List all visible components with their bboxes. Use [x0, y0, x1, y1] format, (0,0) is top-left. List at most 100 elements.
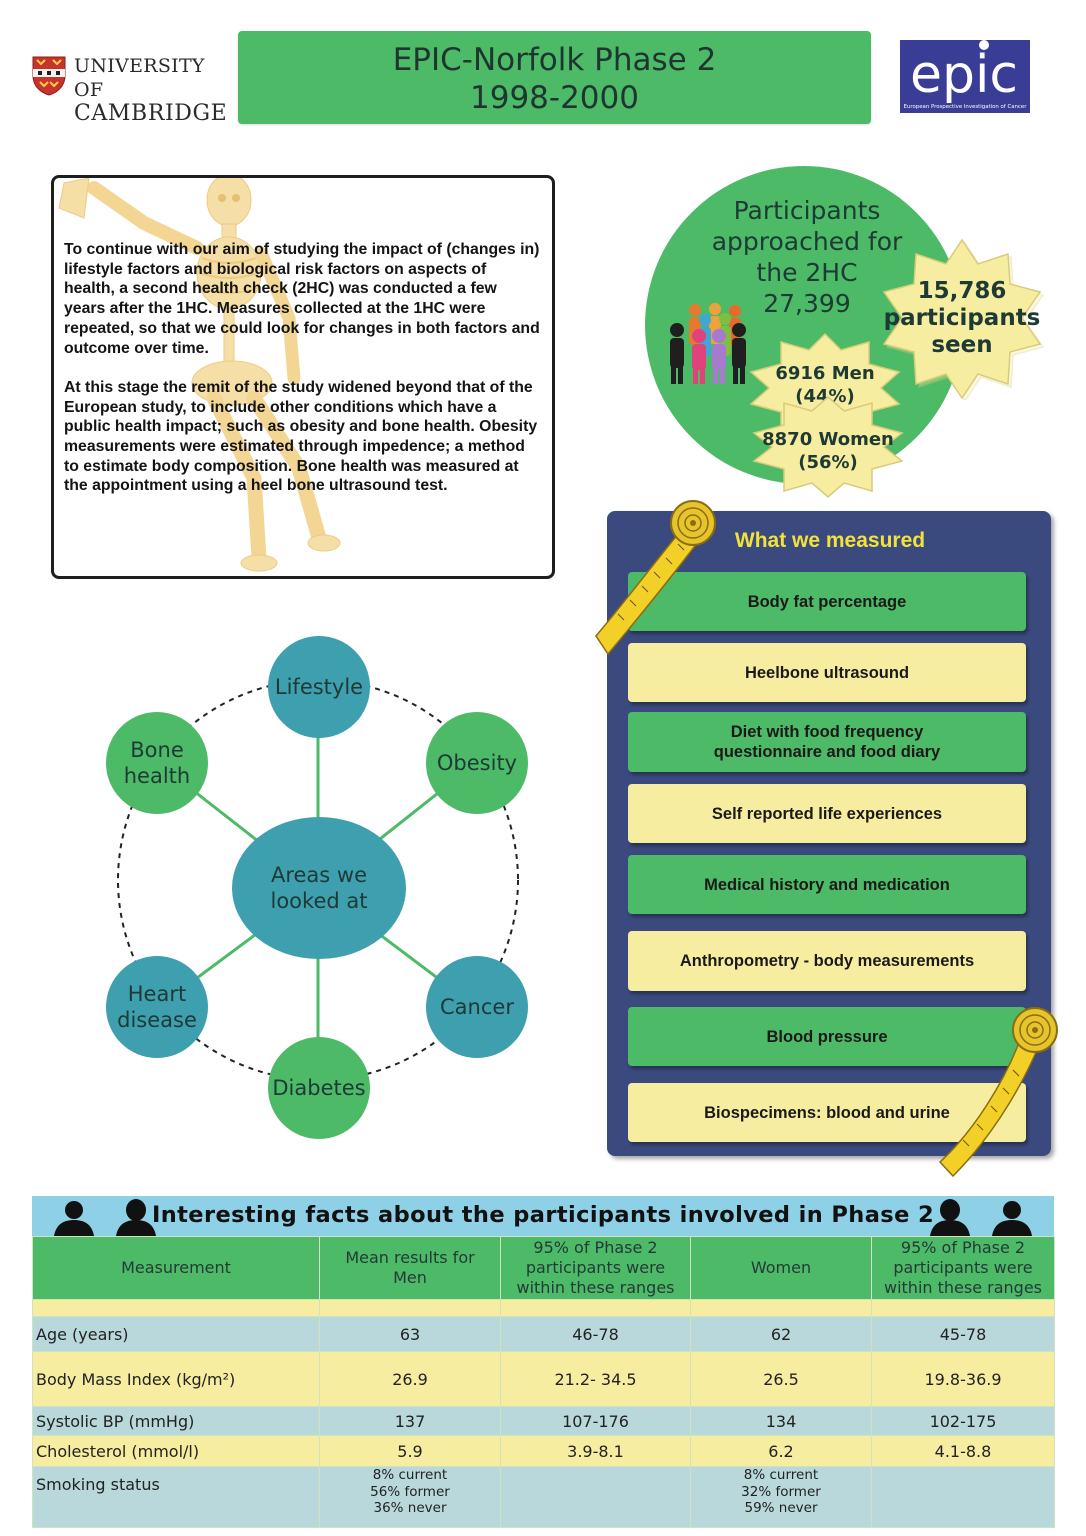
women-count-badge: 8870 Women (56%) — [748, 395, 908, 499]
women-percent: (56%) — [798, 452, 858, 473]
header-text: 95% of Phase 2 — [533, 1238, 658, 1257]
intro-paragraph-1: To continue with our aim of studying the… — [64, 241, 540, 357]
epic-logo: epic European Prospective Investigation … — [900, 40, 1030, 113]
diagram-node-diabetes: Diabetes — [268, 1037, 370, 1139]
measured-item-anthropometry: Anthropometry - body measurements — [628, 931, 1026, 991]
node-label-line2: disease — [117, 1008, 197, 1032]
women-count: 8870 Women — [762, 429, 894, 450]
header-text: participants were — [893, 1258, 1033, 1277]
smoking-never: 36% never — [373, 1500, 447, 1516]
university-name-line1: UNIVERSITY OF — [74, 55, 205, 101]
skeleton-icon — [58, 178, 341, 572]
diagram-node-lifestyle: Lifestyle — [268, 636, 370, 738]
cell-men-range: 46-78 — [500, 1316, 691, 1352]
facts-section: Interesting facts about the participants… — [32, 1196, 1055, 1528]
measured-item-label: Blood pressure — [766, 1027, 888, 1046]
smoking-current: 8% current — [743, 1467, 819, 1483]
cell-men: 137 — [319, 1406, 501, 1436]
cell-women-range: 4.1-8.8 — [871, 1435, 1055, 1467]
measured-item-heelbone: Heelbone ultrasound — [628, 643, 1026, 702]
header-women: Women — [690, 1236, 872, 1300]
node-label: Obesity — [436, 751, 518, 775]
measured-item-blood-pressure: Blood pressure — [628, 1007, 1026, 1066]
cell-women-smoking: 8% current 32% former 59% never — [690, 1466, 872, 1528]
node-label: Diabetes — [272, 1076, 366, 1100]
node-label-line2: health — [123, 764, 191, 788]
table-row: Age (years) 63 46-78 62 45-78 — [32, 1316, 1055, 1352]
intro-text: To continue with our aim of studying the… — [64, 240, 540, 516]
page-title-line2: 1998-2000 — [470, 80, 639, 116]
cell-women: 6.2 — [690, 1435, 872, 1467]
men-count: 6916 Men — [775, 363, 875, 384]
smoking-former: 32% former — [741, 1483, 821, 1500]
epic-logo-subtitle: European Prospective Investigation of Ca… — [904, 104, 1028, 110]
measured-item-biospecimens: Biospecimens: blood and urine — [628, 1083, 1026, 1142]
facts-title: Interesting facts about the participants… — [151, 1202, 935, 1228]
cell-women: 62 — [690, 1316, 872, 1352]
smoking-former: 56% former — [370, 1483, 450, 1500]
intro-paragraph-2: At this stage the remit of the study wid… — [64, 378, 538, 495]
cell-measurement: Body Mass Index (kg/m²) — [32, 1351, 320, 1407]
measured-item-label: Anthropometry - body measurements — [679, 952, 975, 970]
node-label: Lifestyle — [274, 675, 364, 699]
table-row: Systolic BP (mmHg) 137 107-176 134 102-1… — [32, 1406, 1055, 1436]
cell-men: 5.9 — [319, 1435, 501, 1467]
measured-item-medical-history: Medical history and medication — [628, 855, 1026, 914]
approached-line2: approached for — [711, 227, 903, 256]
approached-count: 27,399 — [763, 289, 851, 318]
measured-item-body-fat: Body fat percentage — [628, 572, 1026, 631]
epic-logo-text: epic — [910, 45, 1018, 105]
people-group-icon — [670, 303, 746, 384]
star-burst-icon — [752, 396, 904, 498]
cell-measurement: Age (years) — [32, 1316, 320, 1352]
table-row: Body Mass Index (kg/m²) 26.9 21.2- 34.5 … — [32, 1351, 1055, 1407]
measured-item-label: Diet with food frequency — [730, 723, 924, 741]
header-text: 95% of Phase 2 — [900, 1238, 1026, 1257]
header-text: Men — [393, 1268, 427, 1287]
diagram-node-obesity: Obesity — [426, 712, 528, 814]
smoking-current: 8% current — [372, 1467, 448, 1483]
measuring-tape-icon — [595, 500, 716, 656]
approached-line1: Participants — [733, 196, 881, 225]
center-label-line1: Areas we — [270, 863, 368, 887]
header-text: participants were — [525, 1258, 666, 1277]
seen-count: 15,786 — [917, 278, 1007, 304]
cell-women-range: 102-175 — [871, 1406, 1055, 1436]
participants-seen-badge: 15,786 participants seen — [880, 238, 1044, 400]
node-label-line1: Bone — [130, 738, 184, 762]
university-of-cambridge-logo: UNIVERSITY OF CAMBRIDGE — [32, 50, 232, 126]
center-label-line2: looked at — [270, 889, 368, 913]
page-title-banner: EPIC-Norfolk Phase 2 1998-2000 — [238, 31, 871, 124]
measured-item-label: Heelbone ultrasound — [744, 663, 910, 682]
cell-men-range: 21.2- 34.5 — [500, 1351, 691, 1407]
header-text: Mean results for — [345, 1248, 475, 1267]
header-text: within these ranges — [516, 1278, 675, 1297]
measured-item-label: Biospecimens: blood and urine — [704, 1103, 950, 1122]
cell-men-range: 3.9-8.1 — [500, 1435, 691, 1467]
university-name-line2: CAMBRIDGE — [74, 101, 228, 126]
node-label-line1: Heart — [127, 982, 187, 1006]
cell-women-range: 45-78 — [871, 1316, 1055, 1352]
seen-line3: seen — [931, 332, 993, 358]
measured-item-label-line2: questionnaire and food diary — [713, 743, 941, 761]
person-silhouette-icon — [54, 1201, 94, 1236]
measured-item-label: Body fat percentage — [747, 592, 907, 611]
participants-approached: Participants approached for the 2HC 27,3… — [692, 195, 922, 319]
cambridge-shield-icon — [32, 56, 66, 96]
page-title-line1: EPIC-Norfolk Phase 2 — [392, 42, 717, 78]
cell-men: 26.9 — [319, 1351, 501, 1407]
measured-item-label: Self reported life experiences — [711, 804, 943, 823]
university-name: UNIVERSITY OF CAMBRIDGE — [74, 54, 232, 126]
smoking-never: 59% never — [744, 1500, 818, 1516]
cell-women: 26.5 — [690, 1351, 872, 1407]
measured-item-diet: Diet with food frequency questionnaire a… — [628, 712, 1026, 772]
cell-women: 134 — [690, 1406, 872, 1436]
table-spacer-row — [32, 1299, 1055, 1317]
cell-men-range — [500, 1466, 691, 1528]
